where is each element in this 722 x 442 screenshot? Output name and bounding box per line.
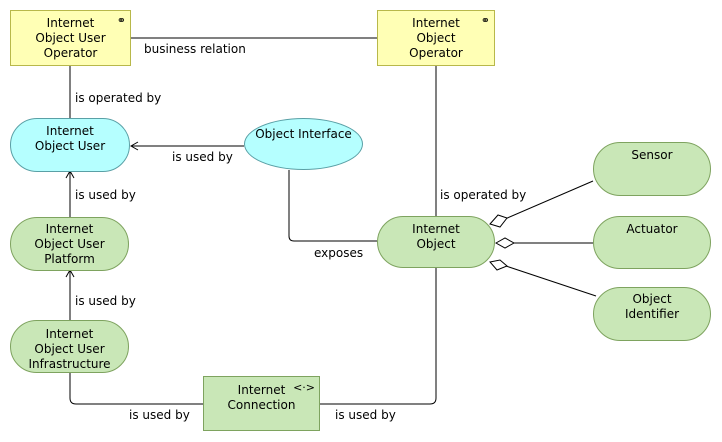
node-internet-object-user-platform[interactable]: Internet Object User Platform bbox=[10, 217, 129, 271]
node-text-line: Object User bbox=[35, 31, 106, 45]
connector-identifier bbox=[505, 265, 597, 297]
node-text-line: Object Interface bbox=[255, 127, 352, 141]
diamond-identifier bbox=[489, 259, 508, 271]
label-is-operated-by-user: is operated by bbox=[75, 91, 162, 105]
node-text-line: Operator bbox=[43, 46, 98, 60]
label-is-used-by-infra: is used by bbox=[75, 294, 136, 308]
role-icon: ⚭ bbox=[116, 14, 126, 27]
node-text-line: Internet bbox=[412, 16, 460, 30]
node-text-line: Infrastructure bbox=[28, 357, 111, 371]
node-text-line: Object bbox=[632, 292, 672, 306]
label-exposes: exposes bbox=[314, 246, 364, 260]
node-text-line: Object bbox=[416, 31, 456, 45]
node-text-line: Actuator bbox=[626, 222, 678, 236]
node-text-line: Internet bbox=[45, 327, 94, 341]
node-text-line: Object User bbox=[34, 237, 105, 251]
node-internet-connection[interactable]: Internet Connection <·> bbox=[203, 376, 320, 431]
label-is-used-by-platform: is used by bbox=[75, 188, 136, 202]
role-icon: ⚭ bbox=[480, 14, 490, 27]
node-actuator[interactable]: Actuator bbox=[593, 216, 711, 269]
label-is-operated-by-object: is operated by bbox=[440, 188, 527, 202]
node-object-identifier[interactable]: Object Identifier bbox=[593, 287, 711, 341]
node-internet-object-operator[interactable]: Internet Object Operator ⚭ bbox=[377, 10, 495, 66]
node-text-line: Internet bbox=[412, 222, 460, 236]
connector-conn-right bbox=[320, 268, 437, 405]
node-sensor[interactable]: Sensor bbox=[593, 142, 711, 196]
node-text-line: Internet bbox=[46, 124, 94, 138]
connector-exposes bbox=[288, 170, 377, 242]
node-internet-object[interactable]: Internet Object bbox=[377, 216, 495, 268]
node-text-line: Object bbox=[416, 237, 456, 251]
node-text-line: Sensor bbox=[631, 148, 673, 162]
node-text-line: Internet bbox=[46, 16, 95, 30]
communication-network-icon: <·> bbox=[293, 381, 315, 394]
node-text-line: Platform bbox=[44, 252, 95, 266]
node-text-line: Operator bbox=[409, 46, 463, 60]
node-internet-object-user-infrastructure[interactable]: Internet Object User Infrastructure bbox=[10, 320, 129, 373]
node-text-line: Internet bbox=[45, 222, 94, 236]
diamond-actuator bbox=[494, 237, 516, 249]
arrowhead-interface-used-by bbox=[129, 141, 139, 151]
node-text-line: Internet bbox=[237, 383, 286, 397]
node-text-line: Connection bbox=[227, 398, 296, 412]
connector-sensor bbox=[504, 180, 594, 220]
label-business-relation: business relation bbox=[144, 42, 246, 56]
diamond-sensor bbox=[489, 214, 508, 228]
node-text-line: Object User bbox=[34, 139, 106, 153]
connector-conn-left bbox=[69, 373, 203, 405]
label-is-used-by-conn-right: is used by bbox=[335, 408, 396, 422]
label-is-used-by-conn-left: is used by bbox=[129, 408, 190, 422]
node-internet-object-user-operator[interactable]: Internet Object User Operator ⚭ bbox=[10, 10, 131, 66]
node-internet-object-user[interactable]: Internet Object User bbox=[10, 118, 130, 172]
label-is-used-by-interface: is used by bbox=[172, 150, 233, 164]
node-object-interface[interactable]: Object Interface bbox=[244, 118, 363, 170]
node-text-line: Object User bbox=[34, 342, 105, 356]
node-text-line: Identifier bbox=[624, 307, 680, 321]
